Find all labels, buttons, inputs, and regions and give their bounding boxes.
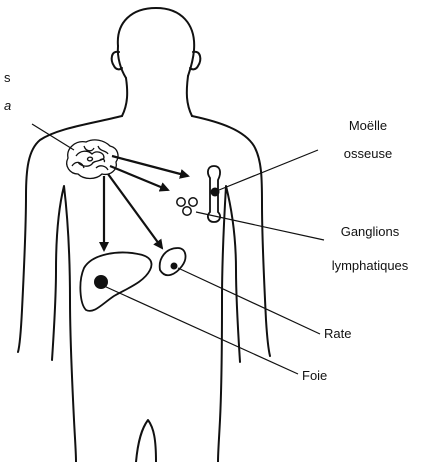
neck-left xyxy=(122,78,127,116)
label-ganglions-line2: lymphatiques xyxy=(320,258,420,274)
primary-tumour xyxy=(67,140,118,179)
arrow-to-nodes xyxy=(110,166,168,190)
label-clipped-top: s xyxy=(4,70,11,86)
face-left xyxy=(118,46,126,78)
lymph-nodes xyxy=(177,198,197,215)
left-torso-side xyxy=(52,186,76,462)
spleen-shape xyxy=(160,248,186,275)
right-torso-side xyxy=(218,186,240,462)
leader-rate xyxy=(178,268,320,334)
label-moelle-line1: Moëlle xyxy=(328,118,408,134)
label-rate: Rate xyxy=(324,326,351,342)
head-outline xyxy=(118,8,194,76)
metastasis-arrows xyxy=(104,156,188,250)
leader-foie xyxy=(104,286,298,374)
label-foie: Foie xyxy=(302,368,327,384)
spleen-dot xyxy=(171,263,178,270)
neck-right xyxy=(187,76,192,116)
label-moelle-line2: osseuse xyxy=(328,146,408,162)
leader-ganglions xyxy=(196,212,324,240)
label-clipped-mid: a xyxy=(4,98,11,114)
arrow-to-marrow xyxy=(112,156,188,176)
marrow-dot xyxy=(211,188,220,197)
label-ganglions-line1: Ganglions xyxy=(320,224,420,240)
body-outline xyxy=(18,8,270,462)
leader-moelle xyxy=(219,150,318,190)
groin-line xyxy=(136,420,156,462)
right-shoulder-arm xyxy=(192,116,270,356)
